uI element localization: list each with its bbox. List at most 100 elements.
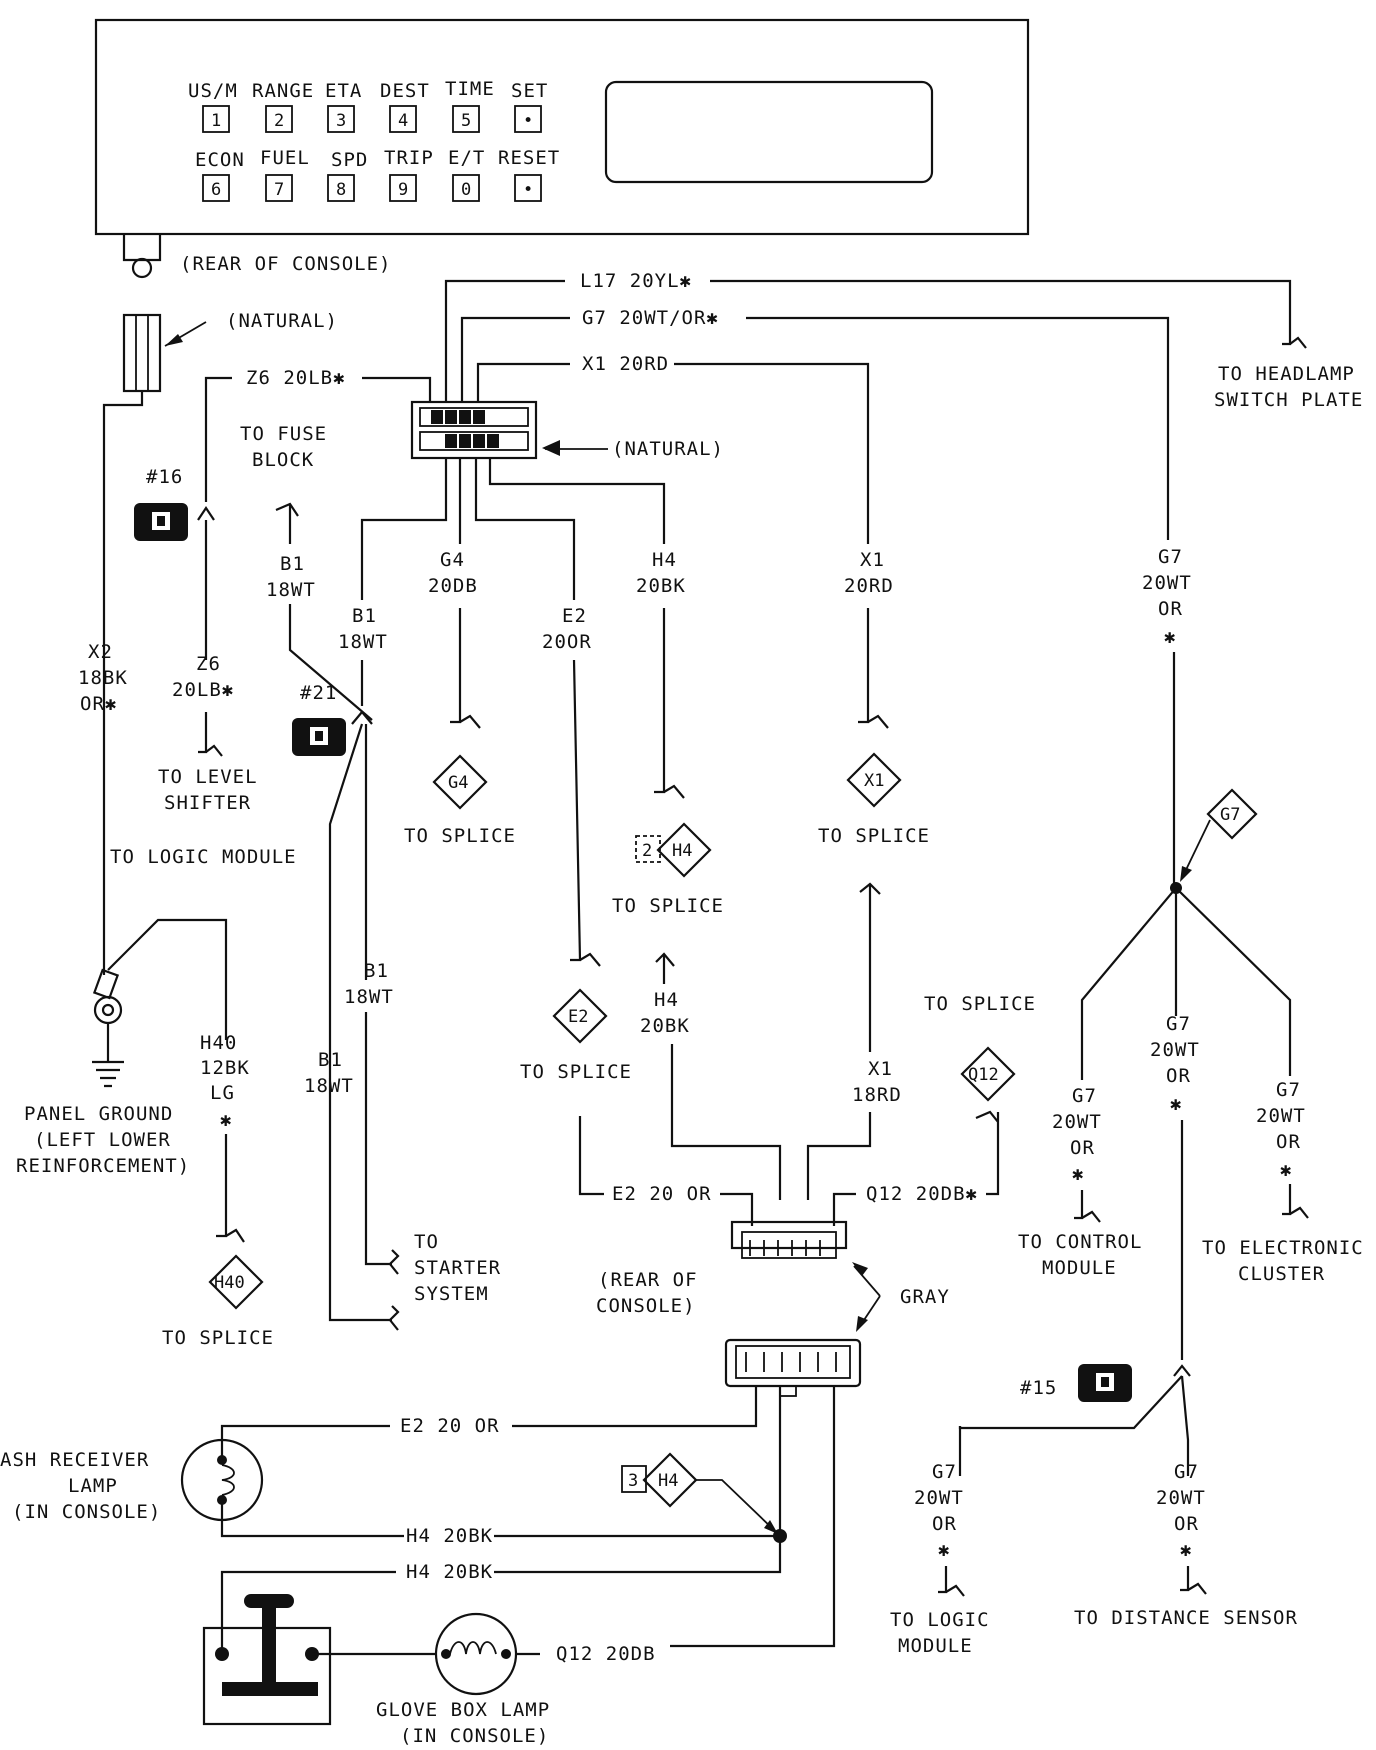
key-label-spd: SPD bbox=[331, 149, 368, 171]
key-label-dest: DEST bbox=[380, 80, 430, 102]
g7-elec-label-2: 20WT bbox=[1256, 1105, 1306, 1127]
rear-console-label-2: CONSOLE) bbox=[596, 1295, 696, 1317]
e2-label-2: 20OR bbox=[542, 631, 592, 653]
g7-splice-diamond bbox=[1206, 788, 1258, 840]
g7-diamond-label: G7 bbox=[1220, 805, 1240, 825]
to-level-label-2: SHIFTER bbox=[164, 792, 251, 814]
to-distance-label: TO DISTANCE SENSOR bbox=[1074, 1607, 1298, 1629]
q12-to-splice-label: TO SPLICE bbox=[924, 993, 1036, 1015]
h4-to-splice-label: TO SPLICE bbox=[612, 895, 724, 917]
g7-ctrl-label-3: OR bbox=[1070, 1137, 1095, 1159]
h4-splice-diamond bbox=[656, 822, 712, 878]
key-1[interactable] bbox=[202, 105, 230, 133]
key-2[interactable] bbox=[265, 105, 293, 133]
key-3[interactable] bbox=[327, 105, 355, 133]
l17-label: L17 20YL✱ bbox=[580, 270, 692, 292]
g7-mid-star: ✱ bbox=[1170, 1093, 1182, 1115]
x1-b-label-2: 18RD bbox=[852, 1084, 902, 1106]
q12-wire-label: Q12 20DB✱ bbox=[866, 1183, 978, 1205]
h4-b-label-1: H4 bbox=[654, 989, 679, 1011]
g7-top-label: G7 20WT/OR✱ bbox=[582, 307, 719, 329]
console-mount bbox=[122, 234, 162, 262]
to-elec-label-2: CLUSTER bbox=[1238, 1263, 1325, 1285]
key-label-time: TIME bbox=[445, 78, 495, 100]
g7-dist-label-1: G7 bbox=[1174, 1461, 1199, 1483]
b1-b-label-2: 18WT bbox=[338, 631, 388, 653]
to-starter-label-3: SYSTEM bbox=[414, 1283, 489, 1305]
g7-logic-label-2: 20WT bbox=[914, 1487, 964, 1509]
g4-label-1: G4 bbox=[440, 549, 465, 571]
g7-elec-star: ✱ bbox=[1280, 1159, 1292, 1181]
h4-ref-box-label: 2 bbox=[642, 841, 652, 861]
key-6-glyph: 6 bbox=[211, 180, 221, 200]
panel-ground-label-1: PANEL GROUND bbox=[24, 1103, 173, 1125]
glove-label-2: (IN CONSOLE) bbox=[400, 1725, 549, 1747]
b1-b-label-1: B1 bbox=[352, 605, 377, 627]
h4-diamond-3-label: H4 bbox=[658, 1471, 678, 1491]
g7-mid-label-2: 20WT bbox=[1150, 1039, 1200, 1061]
key-4[interactable] bbox=[389, 105, 417, 133]
key-2-glyph: 2 bbox=[274, 111, 284, 131]
key-reset[interactable] bbox=[514, 174, 542, 202]
key-8-glyph: 8 bbox=[336, 180, 346, 200]
h40-to-splice-label: TO SPLICE bbox=[162, 1327, 274, 1349]
e2-label-1: E2 bbox=[562, 605, 587, 627]
b1-a-label-2: 18WT bbox=[266, 579, 316, 601]
key-label-et: E/T bbox=[448, 147, 485, 169]
h4-wire bbox=[488, 458, 666, 544]
key-0-glyph: 0 bbox=[461, 180, 471, 200]
z6-label-2: 20LB✱ bbox=[172, 679, 234, 701]
to-headlamp-label-2: SWITCH PLATE bbox=[1214, 389, 1363, 411]
natural-label-mid: (NATURAL) bbox=[612, 438, 724, 460]
g7-dist-label-2: 20WT bbox=[1156, 1487, 1206, 1509]
key-7[interactable] bbox=[265, 174, 293, 202]
b1-c-label-2: 18WT bbox=[344, 986, 394, 1008]
key-6[interactable] bbox=[202, 174, 230, 202]
ref-16-label: #16 bbox=[146, 466, 183, 488]
e2-wire bbox=[474, 458, 576, 600]
gray-label: GRAY bbox=[900, 1286, 950, 1308]
key-4-glyph: 4 bbox=[398, 111, 408, 131]
x1-splice-diamond bbox=[846, 752, 902, 808]
key-9[interactable] bbox=[389, 174, 417, 202]
to-control-label-1: TO CONTROL bbox=[1018, 1231, 1142, 1253]
g7-ctrl-star: ✱ bbox=[1072, 1163, 1084, 1185]
g7-logic-star: ✱ bbox=[938, 1539, 950, 1561]
key-7-glyph: 7 bbox=[274, 180, 284, 200]
key-label-reset: RESET bbox=[498, 147, 560, 169]
z6-top-label: Z6 20LB✱ bbox=[246, 367, 346, 389]
gray-connector-top bbox=[730, 1220, 848, 1259]
h40-wire bbox=[107, 918, 228, 1040]
z6-wire-group: Z6 20LB✱ Z6 20LB✱ TO LEVEL SHIFTER bbox=[158, 367, 432, 814]
panel-ground-label-2: (LEFT LOWER bbox=[34, 1129, 171, 1151]
to-starter-label-2: STARTER bbox=[414, 1257, 501, 1279]
key-0[interactable] bbox=[452, 174, 480, 202]
q12-splice-diamond bbox=[960, 1046, 1016, 1102]
h40-diamond-label: H40 bbox=[214, 1273, 245, 1293]
x1-label-1: X1 bbox=[860, 549, 885, 571]
q12-diamond-label: Q12 bbox=[968, 1065, 999, 1085]
ash-label-2: LAMP bbox=[68, 1475, 118, 1497]
key-3-glyph: 3 bbox=[336, 111, 346, 131]
key-label-set: SET bbox=[511, 80, 548, 102]
ash-label-1: ASH RECEIVER bbox=[0, 1449, 149, 1471]
g7-ctrl-label-2: 20WT bbox=[1052, 1111, 1102, 1133]
h40-star: ✱ bbox=[220, 1109, 232, 1131]
key-5[interactable] bbox=[452, 105, 480, 133]
g7-right-star: ✱ bbox=[1164, 626, 1176, 648]
h40-label-1: H40 bbox=[200, 1032, 237, 1054]
to-headlamp-label-1: TO HEADLAMP bbox=[1218, 363, 1355, 385]
g4-splice-diamond bbox=[432, 754, 488, 810]
b1-c-label-1: B1 bbox=[364, 960, 389, 982]
h4-20bk-label-2: H4 20BK bbox=[406, 1561, 493, 1583]
h4-ref-box-3-label: 3 bbox=[628, 1471, 638, 1491]
key-8[interactable] bbox=[327, 174, 355, 202]
g7-mid-label-3: OR bbox=[1166, 1065, 1191, 1087]
main-connector-natural: (NATURAL) bbox=[410, 400, 724, 460]
to-level-label-1: TO LEVEL bbox=[158, 766, 258, 788]
to-logic-module-label: TO LOGIC MODULE bbox=[110, 846, 297, 868]
x2-label-2: 18BK bbox=[78, 667, 128, 689]
natural-label-left: (NATURAL) bbox=[226, 310, 338, 332]
key-set[interactable] bbox=[514, 105, 542, 133]
g7-elec-label-3: OR bbox=[1276, 1131, 1301, 1153]
